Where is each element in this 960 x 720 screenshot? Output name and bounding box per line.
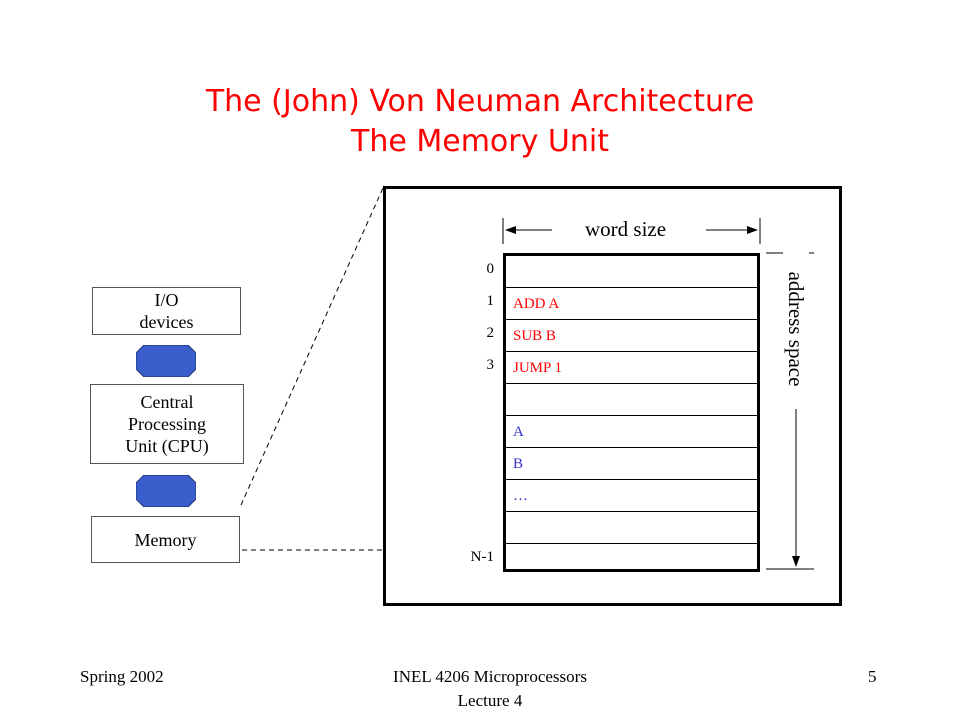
address-index-3: 3: [486, 357, 495, 373]
memory-cell-2: SUB B: [506, 320, 757, 352]
address-index-2: 2: [486, 325, 495, 341]
memory-label: Memory: [134, 529, 197, 550]
word-size-label: word size: [585, 217, 667, 241]
address-index-0: 0: [486, 261, 495, 277]
footer-course-line-2: Lecture 4: [457, 691, 523, 710]
memory-detail-frame: [383, 186, 842, 606]
zoom-line-upper: [240, 187, 384, 506]
cpu-label-line-1: Central: [140, 392, 194, 412]
memory-box: Memory: [91, 516, 240, 563]
cpu-memory-double-arrow-icon: [136, 475, 196, 507]
title-line-1: The (John) Von Neuman Architecture: [205, 84, 755, 119]
address-space-label: address space: [783, 249, 809, 409]
memory-cell-0: [506, 256, 757, 288]
footer-page-number: 5: [868, 667, 877, 686]
address-space-down-arrowhead-icon: [792, 556, 800, 567]
address-index-last: N-1: [470, 549, 494, 565]
title-line-2: The Memory Unit: [351, 124, 609, 159]
word-size-left-arrowhead-icon: [505, 226, 516, 234]
memory-cell-6: B: [506, 448, 757, 480]
memory-cell-grid: ADD A SUB B JUMP 1 A B …: [503, 253, 760, 572]
memory-cell-8: [506, 512, 757, 544]
cpu-label-line-2: Processing: [127, 414, 206, 434]
io-cpu-double-arrow-icon: [136, 345, 196, 377]
memory-cell-4: [506, 384, 757, 416]
word-size-right-arrowhead-icon: [747, 226, 758, 234]
footer-course: INEL 4206 Microprocessors Lecture 4: [380, 665, 600, 713]
memory-cell-5: A: [506, 416, 757, 448]
io-label-line-2: devices: [139, 312, 194, 332]
io-label-line-1: I/O: [154, 290, 179, 310]
footer-course-line-1: INEL 4206 Microprocessors: [393, 667, 587, 686]
footer-date: Spring 2002: [80, 667, 164, 686]
memory-cell-3: JUMP 1: [506, 352, 757, 384]
memory-cell-7: …: [506, 480, 757, 512]
memory-cell-1: ADD A: [506, 288, 757, 320]
io-devices-box: I/O devices: [92, 287, 241, 335]
slide-title: The (John) Von Neuman Architecture The M…: [0, 82, 960, 162]
cpu-box: Central Processing Unit (CPU): [90, 384, 244, 464]
cpu-label-line-3: Unit (CPU): [125, 436, 209, 456]
address-index-1: 1: [486, 293, 495, 309]
